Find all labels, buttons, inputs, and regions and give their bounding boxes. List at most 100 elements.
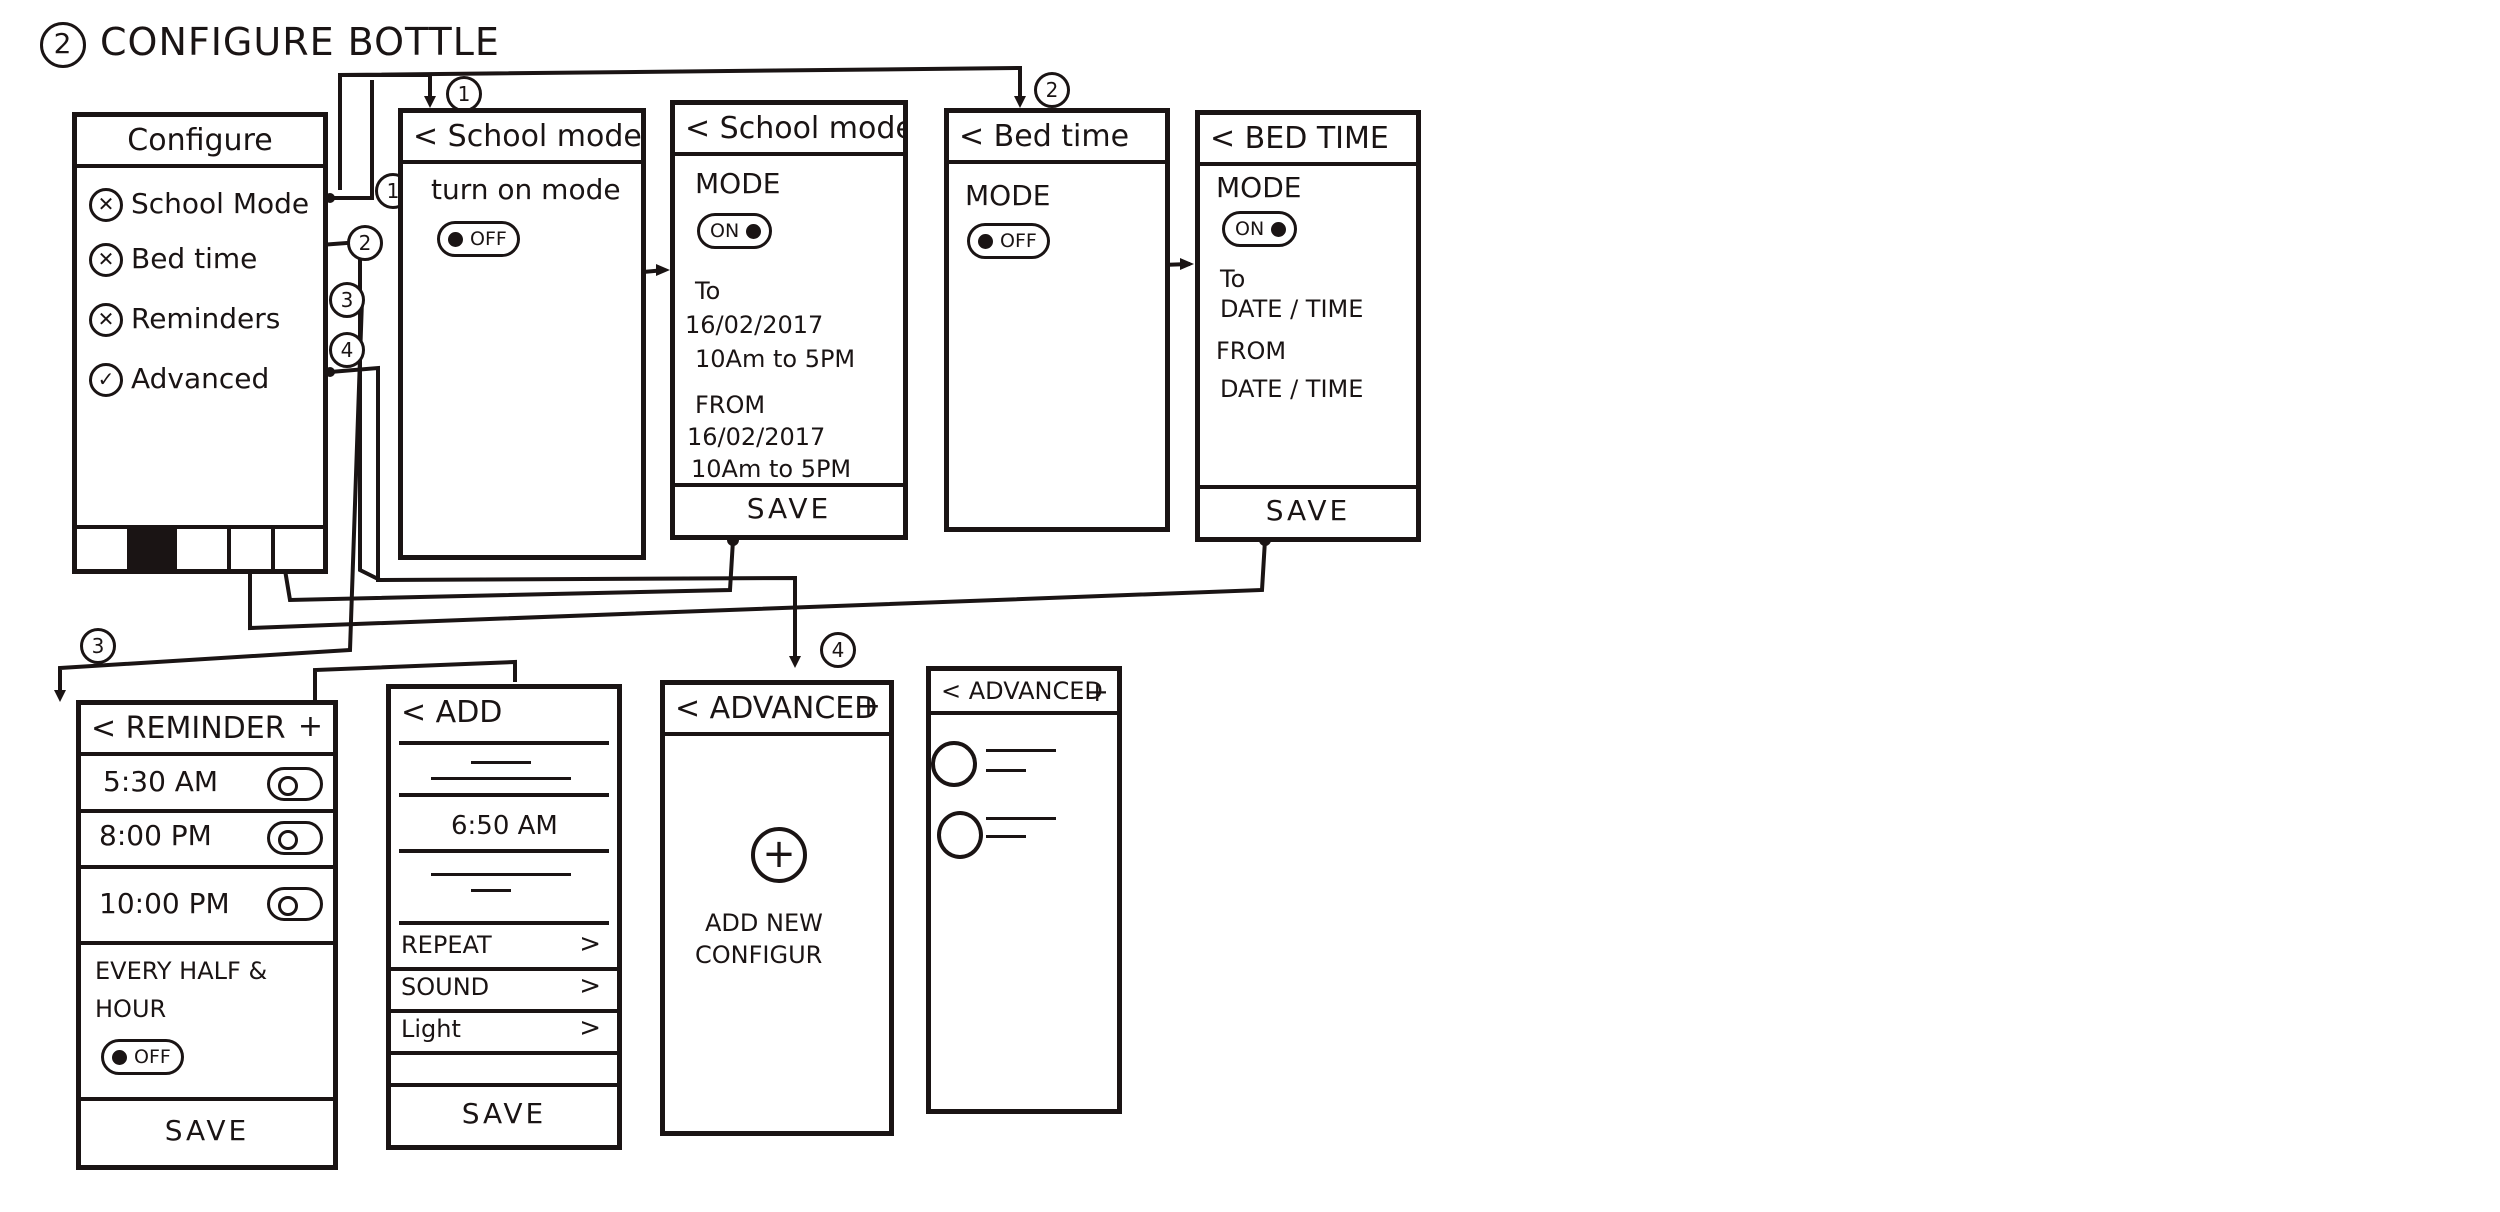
option-sound[interactable]: SOUND > [391, 967, 617, 1013]
wire-bed-save [248, 539, 1267, 631]
selected-time[interactable]: 6:50 AM [451, 811, 558, 841]
bed-time-off-screen: < Bed time MODE OFF [944, 108, 1170, 532]
school-mode-toggle[interactable]: OFF [437, 221, 520, 257]
badge-2: 2 [1034, 72, 1070, 108]
tab-home[interactable] [127, 529, 177, 569]
chevron-right-icon: > [579, 1013, 601, 1043]
every-half-hour-toggle[interactable]: OFF [101, 1039, 184, 1075]
school-mode-on-header[interactable]: < School mode [675, 105, 903, 156]
to-value: DATE / TIME [1220, 295, 1364, 323]
to-label: To [695, 277, 721, 305]
picker-line [399, 793, 609, 797]
add-config-button[interactable]: + [1085, 675, 1109, 708]
advanced-list-screen: < ADVANCED + [926, 666, 1122, 1114]
to-label: To [1220, 265, 1246, 293]
school-mode-off-screen: < School mode turn on mode OFF [398, 108, 646, 560]
configure-item-bed-time[interactable]: ✕Bed time [89, 242, 257, 277]
configure-item-school-mode[interactable]: ✕School Mode [89, 187, 309, 222]
every-half-hour-label-2: HOUR [95, 995, 167, 1023]
item-avatar-icon [937, 811, 983, 859]
reminder-row[interactable]: 10:00 PM [81, 865, 333, 945]
configure-item-reminders[interactable]: ✕Reminders [89, 302, 280, 337]
bed-time-on-header[interactable]: < BED TIME [1200, 115, 1416, 166]
toggle-knob-icon [278, 830, 298, 850]
toggle-knob-icon [448, 232, 463, 247]
from-value: DATE / TIME [1220, 375, 1364, 403]
title-number: 2 [40, 21, 86, 68]
picker-tick [471, 889, 511, 892]
mode-label: MODE [695, 167, 781, 200]
bed-time-toggle[interactable]: OFF [967, 223, 1050, 259]
from-time: 10Am to 5PM [691, 455, 852, 483]
back-label[interactable]: < ADVANCED [675, 691, 878, 726]
from-label: FROM [695, 391, 766, 419]
picker-line [399, 741, 609, 745]
chevron-right-icon: > [579, 971, 601, 1001]
reminder-screen: < REMINDER + 5:30 AM 8:00 PM 10:00 PM EV… [76, 700, 338, 1170]
reminder-row[interactable]: 8:00 PM [81, 809, 333, 869]
turn-on-mode-label: turn on mode [431, 173, 621, 206]
to-time: 10Am to 5PM [695, 345, 856, 373]
save-button[interactable]: SAVE [1200, 485, 1416, 537]
add-header[interactable]: < ADD [401, 695, 503, 730]
item-badge-3: 3 [329, 282, 365, 318]
wire-school-save [283, 539, 735, 603]
toggle-knob-icon [1271, 222, 1287, 237]
plus-circle-icon[interactable]: + [751, 827, 807, 883]
save-button[interactable]: SAVE [391, 1083, 617, 1145]
to-date: 16/02/2017 [685, 311, 824, 339]
school-mode-on-screen: < School mode MODE ON To 16/02/2017 10Am… [670, 100, 908, 540]
picker-line [431, 873, 571, 876]
check-circle-icon: ✓ [89, 363, 123, 397]
add-new-label: ADD NEW [705, 909, 823, 937]
page-title: 2 CONFIGURE BOTTLE [40, 20, 500, 68]
back-label[interactable]: < REMINDER [91, 711, 286, 746]
mode-label: MODE [965, 179, 1051, 212]
save-button[interactable]: SAVE [81, 1097, 333, 1165]
bed-time-on-screen: < BED TIME MODE ON To DATE / TIME FROM D… [1195, 110, 1421, 542]
configure-item-advanced[interactable]: ✓Advanced [89, 362, 269, 397]
item-badge-4: 4 [329, 332, 365, 368]
bed-time-header[interactable]: < Bed time [949, 113, 1165, 164]
add-reminder-button[interactable]: + [297, 709, 323, 744]
wire-top-loop [338, 65, 1022, 190]
list-item[interactable] [931, 741, 1127, 801]
picker-tick [471, 761, 531, 764]
toggle-knob-icon [278, 776, 298, 796]
mode-label: MODE [1216, 171, 1302, 204]
item-badge-2: 2 [347, 225, 383, 261]
wire-to-school [340, 73, 432, 100]
school-mode-header[interactable]: < School mode [403, 113, 641, 164]
toggle-knob-icon [112, 1050, 127, 1065]
badge-1: 1 [446, 76, 482, 112]
back-label[interactable]: < ADVANCED [941, 677, 1103, 705]
picker-line [399, 849, 609, 853]
bed-time-on-toggle[interactable]: ON [1222, 211, 1298, 247]
reminder-toggle[interactable] [267, 887, 323, 921]
list-item[interactable] [931, 811, 1127, 871]
add-config-button[interactable]: + [855, 689, 881, 724]
item-line [986, 817, 1056, 820]
save-button[interactable]: SAVE [675, 483, 903, 535]
reminder-row[interactable]: 5:30 AM [81, 755, 333, 813]
badge-4: 4 [820, 632, 856, 668]
option-repeat[interactable]: REPEAT > [391, 925, 617, 971]
advanced-list-header: < ADVANCED + [931, 671, 1117, 715]
configure-screen: Configure ✕School Mode ✕Bed time ✕Remind… [72, 112, 411, 574]
reminder-time: 8:00 PM [99, 819, 212, 852]
configure-label: CONFIGUR [695, 941, 823, 969]
wire-item-1 [330, 80, 374, 200]
option-light[interactable]: Light > [391, 1009, 617, 1055]
school-mode-on-toggle[interactable]: ON [697, 213, 773, 249]
picker-line [399, 921, 609, 925]
title-text: CONFIGURE BOTTLE [100, 20, 500, 64]
item-line [986, 749, 1056, 752]
tab-second[interactable] [227, 529, 275, 569]
toggle-knob-icon [746, 224, 762, 239]
reminder-header: < REMINDER + [81, 705, 333, 756]
item-avatar-icon [931, 741, 977, 787]
reminder-time: 10:00 PM [99, 887, 230, 920]
reminder-toggle[interactable] [267, 821, 323, 855]
badge-3: 3 [80, 628, 116, 664]
reminder-toggle[interactable] [267, 767, 323, 801]
